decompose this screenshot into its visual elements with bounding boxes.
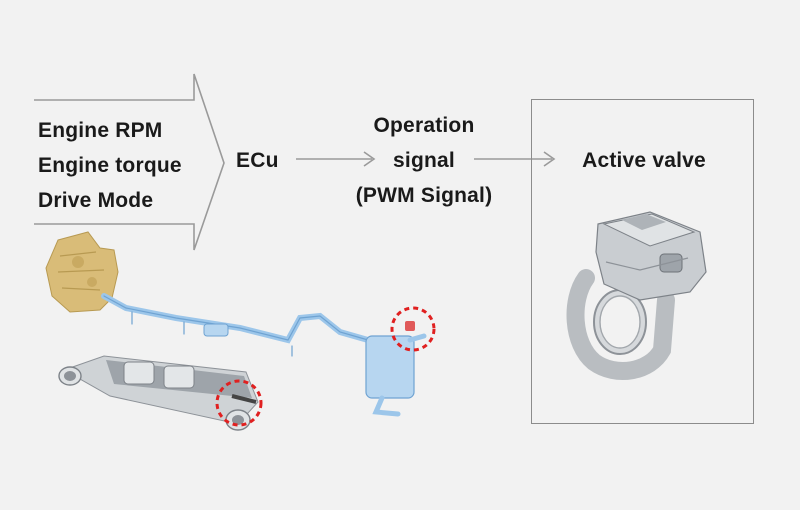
- operation-signal-line-2: signal: [393, 149, 455, 172]
- operation-signal-label: Operation signal (PWM Signal): [340, 108, 508, 213]
- ecu-label: ECu: [236, 149, 279, 172]
- valve-highlight-circle-muffler: [215, 379, 263, 427]
- engine-illustration: [45, 231, 119, 313]
- operation-signal-line-1: Operation: [373, 114, 475, 137]
- active-valve-box: [531, 99, 754, 424]
- operation-signal-line-3: (PWM Signal): [355, 184, 493, 207]
- signal-to-valve-arrow: [474, 151, 556, 167]
- engine-inputs-list: Engine RPM Engine torque Drive Mode: [38, 113, 218, 218]
- ecu-to-signal-arrow: [296, 151, 376, 167]
- muffler-illustration: [58, 355, 259, 431]
- valve-highlight-circle-rear: [390, 306, 436, 352]
- active-valve-title: Active valve: [582, 149, 706, 172]
- input-drive-mode: Drive Mode: [38, 189, 154, 212]
- active-valve-illustration: [566, 211, 707, 381]
- input-engine-torque: Engine torque: [38, 154, 182, 177]
- rear-valve-actuator-mark: [405, 321, 415, 331]
- input-engine-rpm: Engine RPM: [38, 119, 163, 142]
- input-arrow-shape: [34, 73, 225, 251]
- exhaust-pipe-illustration: [101, 293, 427, 417]
